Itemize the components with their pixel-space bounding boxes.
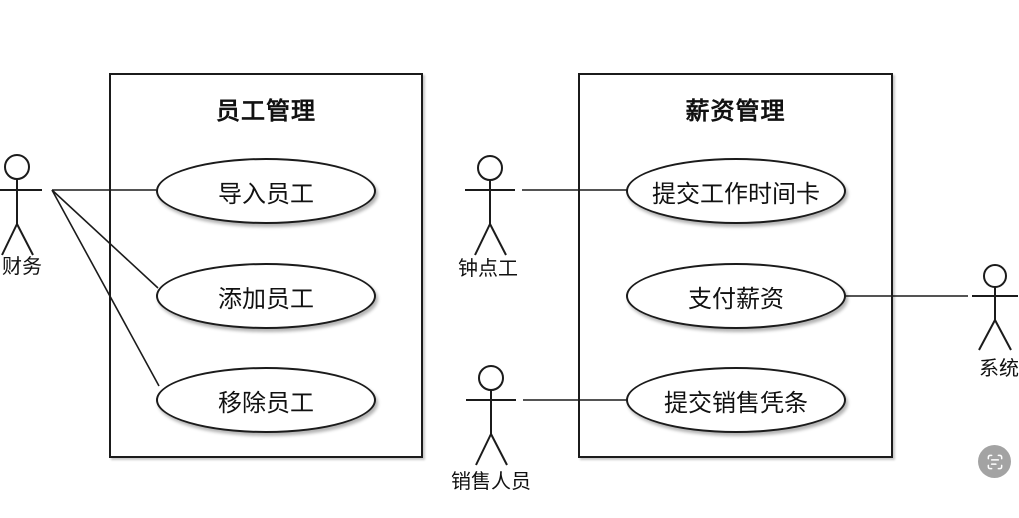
usecase-label-submit-timecard: 提交工作时间卡	[652, 180, 820, 208]
actor-figure-finance	[0, 154, 42, 256]
text-scan-icon	[987, 454, 1002, 469]
usecase-remove-employee: 移除员工	[156, 367, 376, 433]
actor-label-finance: 财务	[2, 256, 42, 278]
usecase-submit-sales-receipt: 提交销售凭条	[626, 367, 846, 433]
association-finance-remove-employee	[51, 189, 160, 387]
usecase-submit-timecard: 提交工作时间卡	[626, 158, 846, 224]
system-title-salary-management: 薪资管理	[685, 98, 786, 125]
system-boundary-employee-management: 员工管理	[109, 73, 423, 458]
usecase-import-employee: 导入员工	[156, 158, 376, 224]
usecase-label-submit-sales-receipt: 提交销售凭条	[664, 389, 808, 417]
usecase-label-pay-salary: 支付薪资	[688, 285, 784, 313]
actor-label-system: 系统	[979, 358, 1019, 380]
usecase-add-employee: 添加员工	[156, 263, 376, 329]
system-boundary-salary-management: 薪资管理	[578, 73, 893, 458]
system-title-employee-management: 员工管理	[216, 98, 316, 125]
usecase-label-remove-employee: 移除员工	[218, 389, 314, 417]
usecase-label-add-employee: 添加员工	[218, 285, 314, 313]
usecase-pay-salary: 支付薪资	[626, 263, 846, 329]
extract-text-button[interactable]	[978, 445, 1011, 478]
actor-label-hourly-worker: 钟点工	[458, 258, 518, 280]
association-lines	[51, 189, 968, 401]
usecase-label-import-employee: 导入员工	[218, 180, 314, 208]
actor-figure-hourly-worker	[465, 155, 515, 256]
actor-figure-system	[972, 264, 1018, 351]
actor-label-salesperson: 销售人员	[451, 471, 531, 493]
association-finance-add-employee	[51, 189, 159, 289]
actor-figure-salesperson	[466, 365, 516, 466]
